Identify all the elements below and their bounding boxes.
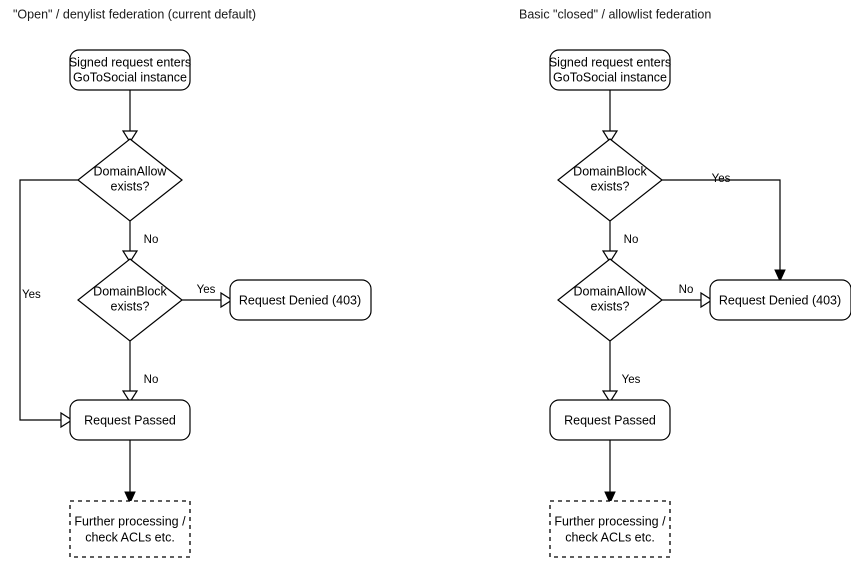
node-request-passed-left: Request Passed — [69, 399, 191, 441]
panel-title-closed-allowlist: Basic "closed" / allowlist federation — [519, 7, 711, 21]
node-request-denied-left-shape — [229, 279, 372, 321]
node-domainallow-right: DomainAllow exists? — [557, 258, 663, 342]
node-request-denied-right-label: Request Denied (403) — [719, 293, 841, 307]
node-start-right-line1: Signed request enters — [549, 55, 671, 69]
arrowhead-open-icon — [220, 291, 234, 309]
arrowhead-open-icon — [700, 291, 714, 309]
panel-title-open-denylist: "Open" / denylist federation (current de… — [13, 7, 256, 21]
node-domainallow-right-line2: exists? — [591, 299, 630, 313]
panel-closed-allowlist: Basic "closed" / allowlist federation Si… — [519, 7, 851, 558]
node-domainallow-right-line1: DomainAllow — [574, 284, 648, 298]
arrowhead-open-icon — [601, 390, 619, 404]
arrowhead-open-icon — [601, 130, 619, 144]
node-request-passed-left-label: Request Passed — [84, 413, 176, 427]
edge-start-to-domainallow-left — [121, 90, 139, 144]
node-domainblock-left-line2: exists? — [111, 299, 150, 313]
node-domainblock-right-line2: exists? — [591, 179, 630, 193]
node-domainblock-right: DomainBlock exists? — [557, 138, 663, 222]
node-start-left: Signed request enters GoToSocial instanc… — [69, 49, 191, 91]
node-domainallow-left-line2: exists? — [111, 179, 150, 193]
edge-label-yes-domainblock-left: Yes — [197, 284, 216, 296]
panel-open-denylist: "Open" / denylist federation (current de… — [13, 7, 372, 558]
node-further-processing-right-line1: Further processing / — [554, 514, 666, 528]
edge-domainblock-yes-right: Yes — [662, 173, 786, 283]
node-request-passed-right-label: Request Passed — [564, 413, 656, 427]
arrowhead-open-icon — [121, 390, 139, 404]
node-request-denied-right-shape — [709, 279, 851, 321]
arrowhead-solid-icon — [604, 491, 616, 505]
edge-start-to-domainblock-right — [601, 90, 619, 144]
edge-domainallow-no-left: No — [121, 221, 159, 264]
node-request-denied-right: Request Denied (403) — [709, 279, 851, 321]
arrowhead-solid-icon — [774, 269, 786, 283]
node-start-left-line1: Signed request enters — [69, 55, 191, 69]
node-start-right-line2: GoToSocial instance — [553, 70, 667, 84]
node-further-processing-left: Further processing / check ACLs etc. — [69, 500, 191, 558]
node-domainallow-left: DomainAllow exists? — [77, 138, 183, 222]
edge-requestpassed-to-further-left — [124, 440, 136, 505]
node-domainallow-left-line1: DomainAllow — [94, 164, 168, 178]
node-start-right: Signed request enters GoToSocial instanc… — [549, 49, 671, 91]
arrowhead-open-icon — [121, 250, 139, 264]
edge-domainallow-yes-right: Yes — [601, 341, 641, 404]
node-domainblock-right-line1: DomainBlock — [573, 164, 647, 178]
edge-domainblock-yes-left: Yes — [182, 284, 234, 309]
arrowhead-open-icon — [60, 411, 74, 429]
arrowhead-open-icon — [121, 130, 139, 144]
node-further-processing-left-line2: check ACLs etc. — [85, 530, 175, 544]
node-request-passed-right: Request Passed — [549, 399, 671, 441]
node-further-processing-right-line2: check ACLs etc. — [565, 530, 655, 544]
node-start-left-line2: GoToSocial instance — [73, 70, 187, 84]
arrowhead-open-icon — [601, 250, 619, 264]
arrowhead-solid-icon — [124, 491, 136, 505]
edge-label-yes-domainallow-right: Yes — [622, 374, 641, 386]
node-domainblock-left-line1: DomainBlock — [93, 284, 167, 298]
edge-domainblock-no-right: No — [601, 221, 639, 264]
edge-requestpassed-to-further-right — [604, 440, 616, 505]
node-domainblock-left: DomainBlock exists? — [77, 258, 183, 342]
node-further-processing-right: Further processing / check ACLs etc. — [549, 500, 671, 558]
node-further-processing-left-shape — [69, 500, 191, 558]
edge-domainallow-no-right: No — [662, 284, 714, 309]
node-further-processing-left-line1: Further processing / — [74, 514, 186, 528]
node-further-processing-right-shape — [549, 500, 671, 558]
edge-label-no-domainallow-right: No — [679, 284, 694, 296]
edge-label-yes-domainblock-right: Yes — [712, 173, 731, 185]
edge-label-no-domainblock-right: No — [624, 234, 639, 246]
node-request-denied-left: Request Denied (403) — [229, 279, 372, 321]
edge-domainallow-yes-left: Yes — [19, 179, 78, 429]
edge-domainblock-no-left: No — [121, 341, 159, 404]
node-request-denied-left-label: Request Denied (403) — [239, 293, 361, 307]
edge-label-no-domainallow-left: No — [144, 234, 159, 246]
edge-label-yes-domainallow-left: Yes — [22, 289, 41, 301]
edge-label-no-domainblock-left: No — [144, 374, 159, 386]
